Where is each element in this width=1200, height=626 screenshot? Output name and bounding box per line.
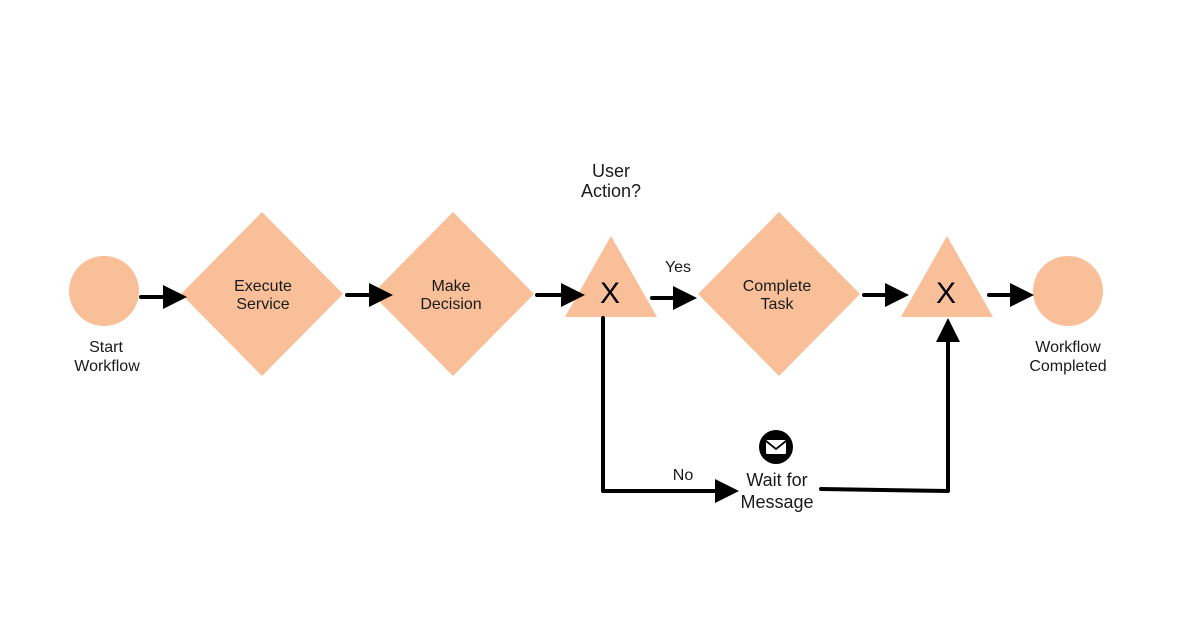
user-action-gateway[interactable] bbox=[565, 236, 657, 317]
wait-message-label-line1: Wait for bbox=[746, 470, 807, 490]
wait-message-node[interactable] bbox=[759, 430, 793, 464]
make-decision-node[interactable] bbox=[372, 212, 534, 376]
execute-service-node[interactable] bbox=[181, 212, 343, 376]
start-event-label-line2: Workflow bbox=[74, 358, 140, 375]
gateway-question-line2: Action? bbox=[581, 181, 641, 201]
edge-wait-to-merge bbox=[819, 318, 960, 493]
complete-task-label-line1: Complete bbox=[743, 278, 812, 295]
end-event[interactable] bbox=[1033, 256, 1103, 326]
complete-task-node[interactable] bbox=[698, 212, 860, 376]
execute-service-label-line2: Service bbox=[236, 296, 289, 313]
edge-gateway-to-wait-no bbox=[601, 316, 739, 503]
end-event-label-line2: Completed bbox=[1029, 358, 1106, 375]
end-event-label-line1: Workflow bbox=[1035, 339, 1101, 356]
merge-gateway[interactable] bbox=[901, 236, 993, 317]
no-label: No bbox=[673, 467, 694, 484]
make-decision-label-line1: Make bbox=[431, 278, 470, 295]
yes-label: Yes bbox=[665, 259, 691, 276]
execute-service-label-line1: Execute bbox=[234, 278, 292, 295]
start-event-label-line1: Start bbox=[89, 339, 123, 356]
make-decision-label-line2: Decision bbox=[420, 296, 481, 313]
start-event[interactable] bbox=[69, 256, 139, 326]
gateway-question-line1: User bbox=[592, 161, 630, 181]
user-action-gateway-symbol: X bbox=[600, 277, 620, 310]
complete-task-label-line2: Task bbox=[761, 296, 795, 313]
wait-message-label-line2: Message bbox=[740, 492, 813, 512]
merge-gateway-symbol: X bbox=[936, 277, 956, 310]
